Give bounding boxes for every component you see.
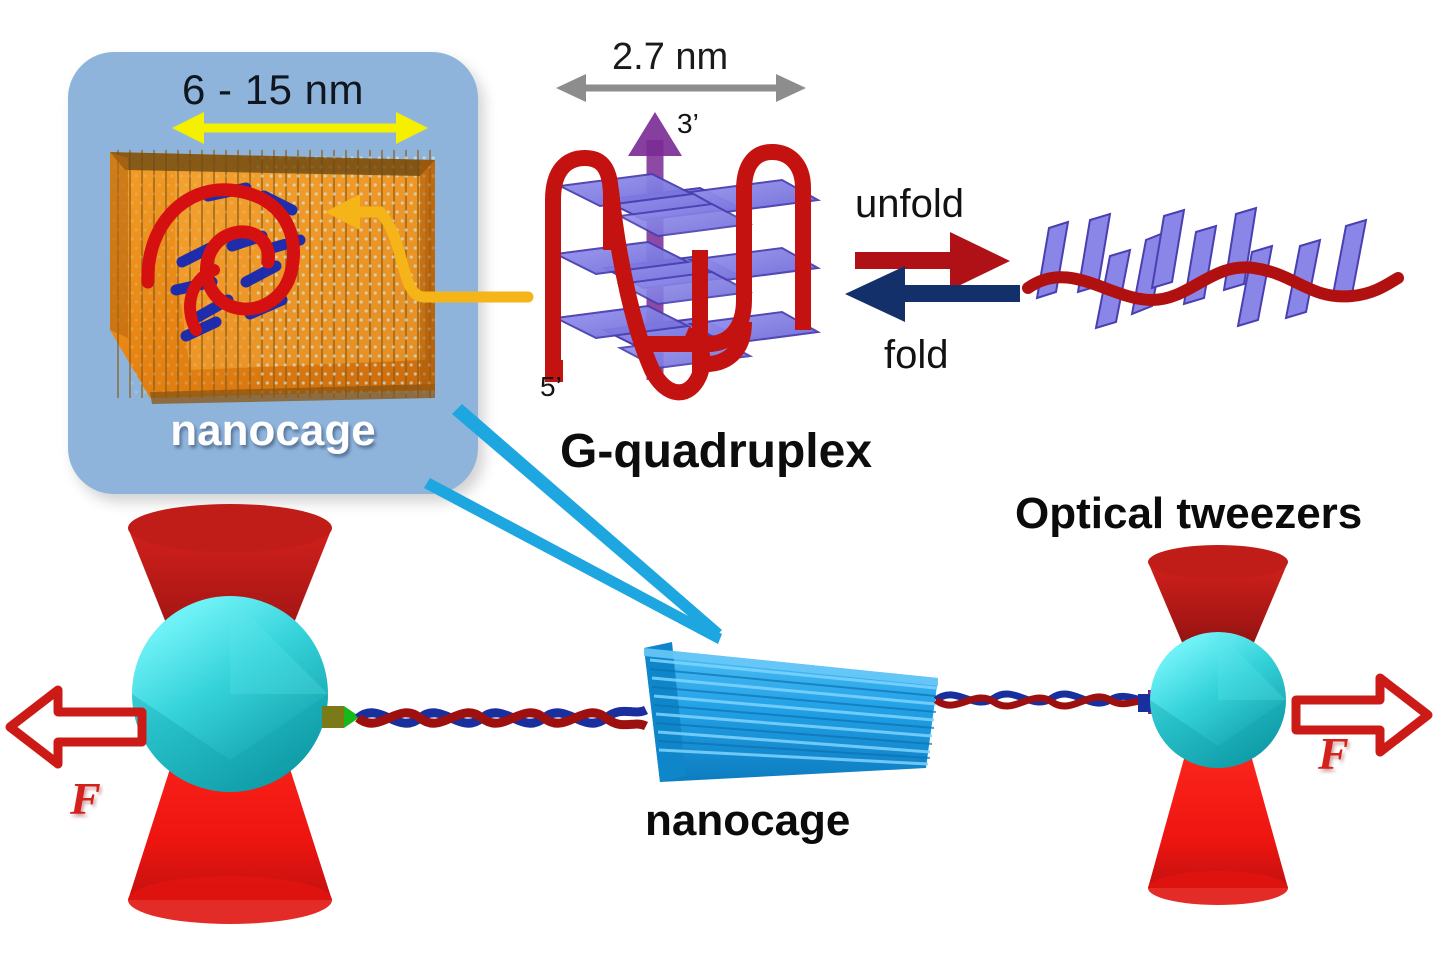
- dna-tether-right: [933, 690, 1170, 714]
- optical-trap-left: [128, 504, 332, 924]
- five-prime-label: 5’: [540, 371, 562, 402]
- trapped-bead-left: [132, 596, 328, 792]
- nanocage-bundle: [644, 642, 938, 782]
- force-arrow-left: [5, 685, 147, 769]
- nanocage-assembly-label: nanocage: [645, 796, 851, 845]
- quadruplex-backbone: [545, 143, 811, 401]
- fold-arrow: [845, 266, 1020, 322]
- trapped-bead-right: [1150, 632, 1286, 768]
- three-prime-label: 3’: [677, 108, 699, 139]
- inset-dimension-label: 6 - 15 nm: [182, 66, 364, 113]
- quadruplex-axis-arrow: [628, 112, 682, 380]
- g-quadruplex-structure: [545, 112, 822, 401]
- quadruplex-dimension-label: 2.7 nm: [612, 36, 729, 78]
- optical-trap-right: [1148, 545, 1288, 905]
- optical-tweezers-title: Optical tweezers: [1015, 489, 1363, 538]
- unfold-label: unfold: [855, 182, 964, 226]
- quadruplex-title: G-quadruplex: [560, 425, 873, 478]
- force-label-left: F: [70, 773, 101, 824]
- force-arrow-right: [1291, 673, 1433, 757]
- fold-label: fold: [884, 333, 949, 377]
- inset-caption: nanocage: [170, 406, 376, 455]
- unfolded-strand: [1022, 206, 1404, 330]
- dna-tether-left: [322, 705, 649, 731]
- force-label-right: F: [1318, 728, 1349, 779]
- g-tetrad-layers: [552, 172, 822, 370]
- unfold-arrow: [855, 232, 1010, 290]
